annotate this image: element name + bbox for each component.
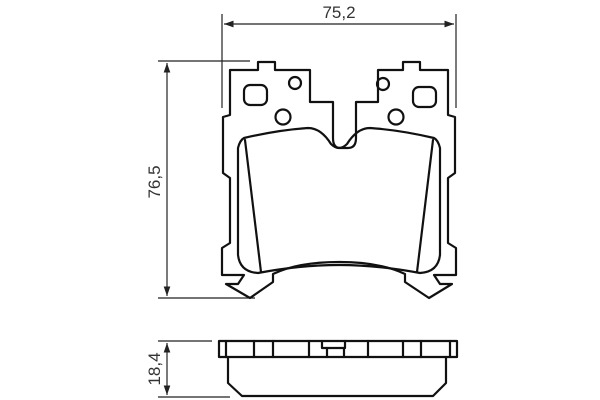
- width-dimension: 75,2: [221, 3, 457, 108]
- side-view: [217, 339, 459, 398]
- right-upper-hole: [375, 76, 391, 92]
- right-chamfer-line: [415, 138, 435, 274]
- side-backing-plate: [217, 339, 459, 359]
- right-slot-hole: [411, 85, 438, 109]
- backing-plate-front-view: [220, 60, 458, 300]
- thickness-dimension: 18,4: [145, 340, 230, 398]
- side-center-clip: [320, 339, 347, 350]
- width-label: 75,2: [322, 3, 355, 22]
- height-dimension: 76,5: [145, 60, 255, 299]
- friction-material: [236, 126, 442, 275]
- side-friction-block: [226, 355, 448, 398]
- left-slot-hole: [242, 83, 269, 107]
- left-lower-hole: [274, 108, 292, 126]
- height-label: 76,5: [145, 165, 164, 198]
- left-upper-hole: [287, 75, 303, 91]
- right-lower-hole: [387, 108, 405, 126]
- left-chamfer-line: [243, 138, 263, 274]
- thickness-label: 18,4: [145, 352, 164, 385]
